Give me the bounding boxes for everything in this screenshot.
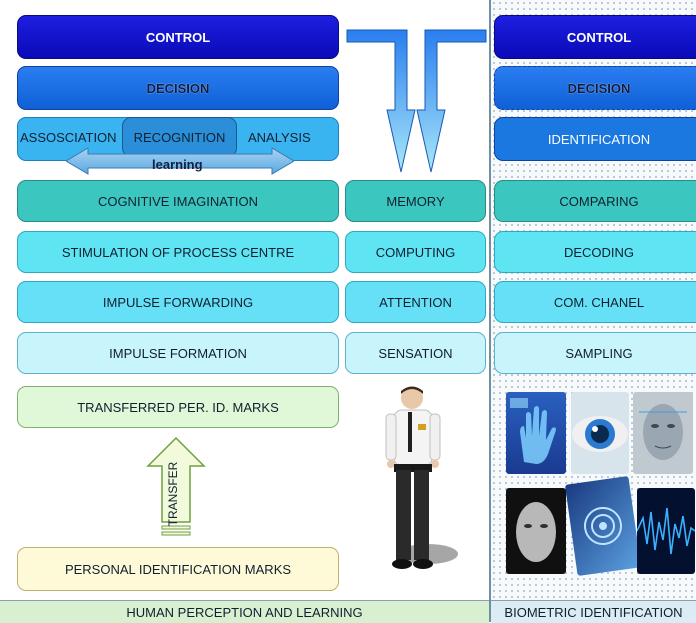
right-footer-label: BIOMETRIC IDENTIFICATION — [504, 604, 683, 620]
control-down-arrows — [346, 29, 487, 173]
personal-identification-box: PERSONAL IDENTIFICATION MARKS — [17, 547, 339, 591]
impulse-formation-label: IMPULSE FORMATION — [109, 345, 247, 361]
com-channel-label: COM. CHANEL — [553, 294, 645, 310]
right-control-label: CONTROL — [566, 29, 632, 45]
left-footer: HUMAN PERCEPTION AND LEARNING — [0, 600, 489, 623]
transfer-label: TRANSFER — [166, 461, 180, 527]
eye-iris-icon — [571, 392, 629, 474]
fingerprint-collage-icon — [564, 475, 642, 577]
decoding-label: DECODING — [563, 244, 635, 260]
left-decision-label: DECISION — [146, 80, 210, 96]
analysis-label: ANALYSIS — [248, 130, 311, 145]
learning-label: learning — [152, 157, 203, 172]
transferred-marks-label: TRANSFERRED PER. ID. MARKS — [77, 399, 279, 415]
identification-box: IDENTIFICATION — [494, 117, 696, 161]
impulse-formation-box: IMPULSE FORMATION — [17, 332, 339, 374]
computing-box: COMPUTING — [345, 231, 486, 273]
right-decision-label: DECISION — [567, 80, 631, 96]
right-control-box: CONTROL — [494, 15, 696, 59]
comparing-box: COMPARING — [494, 180, 696, 222]
cognitive-imagination-box: COGNITIVE IMAGINATION — [17, 180, 339, 222]
left-control-label: CONTROL — [145, 29, 211, 45]
cognitive-imagination-label: COGNITIVE IMAGINATION — [97, 193, 259, 209]
attention-box: ATTENTION — [345, 281, 486, 323]
right-decision-box: DECISION — [494, 66, 696, 110]
attention-label: ATTENTION — [379, 294, 452, 310]
left-decision-box: DECISION — [17, 66, 339, 110]
palm-scan-icon — [506, 392, 566, 474]
comparing-label: COMPARING — [559, 193, 639, 209]
impulse-forwarding-label: IMPULSE FORWARDING — [102, 294, 254, 310]
com-channel-box: COM. CHANEL — [494, 281, 696, 323]
learning-double-arrow — [66, 147, 294, 175]
stimulation-box: STIMULATION OF PROCESS CENTRE — [17, 231, 339, 273]
impulse-forwarding-box: IMPULSE FORWARDING — [17, 281, 339, 323]
panel-divider — [489, 0, 491, 622]
left-control-box: CONTROL — [17, 15, 339, 59]
association-label: ASSOSCIATION — [20, 130, 117, 145]
computing-label: COMPUTING — [375, 244, 456, 260]
memory-box: MEMORY — [345, 180, 486, 222]
sensation-box: SENSATION — [345, 332, 486, 374]
identification-label: IDENTIFICATION — [547, 131, 651, 147]
right-footer: BIOMETRIC IDENTIFICATION — [491, 600, 696, 623]
face-scan-icon — [633, 392, 693, 474]
sampling-label: SAMPLING — [565, 345, 633, 361]
voice-waveform-icon — [637, 488, 695, 574]
transferred-marks-box: TRANSFERRED PER. ID. MARKS — [17, 386, 339, 428]
memory-label: MEMORY — [386, 193, 445, 209]
decoding-box: DECODING — [494, 231, 696, 273]
security-guard-figure — [385, 386, 458, 569]
personal-identification-label: PERSONAL IDENTIFICATION MARKS — [64, 561, 292, 577]
stimulation-label: STIMULATION OF PROCESS CENTRE — [61, 244, 295, 260]
left-footer-label: HUMAN PERCEPTION AND LEARNING — [126, 604, 363, 620]
sensation-label: SENSATION — [378, 345, 453, 361]
recognition-label: RECOGNITION — [133, 129, 226, 145]
face-3d-icon — [506, 488, 566, 574]
sampling-box: SAMPLING — [494, 332, 696, 374]
transfer-arrow — [146, 436, 206, 536]
